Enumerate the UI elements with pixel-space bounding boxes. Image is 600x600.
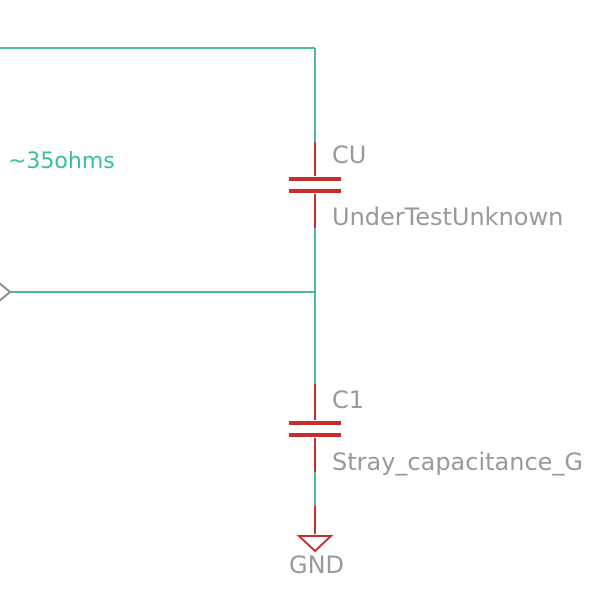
capacitor-icon [289,142,341,228]
component-name-c1: C1 [332,386,364,414]
component-value-cu: UnderTestUnknown [332,203,563,231]
capacitor-icon [289,384,341,472]
net-label: ~35ohms [8,149,115,174]
component-value-c1: Stray_capacitance_G [332,448,583,476]
capacitor-c1[interactable]: C1 Stray_capacitance_G [289,384,583,476]
port-diamond-icon[interactable] [0,282,12,302]
ground-label: GND [289,551,344,579]
capacitor-cu[interactable]: CU UnderTestUnknown [289,141,563,231]
ground-icon [296,535,334,553]
component-name-cu: CU [332,141,366,169]
ground-symbol[interactable]: GND [289,506,344,579]
wires [0,47,316,506]
